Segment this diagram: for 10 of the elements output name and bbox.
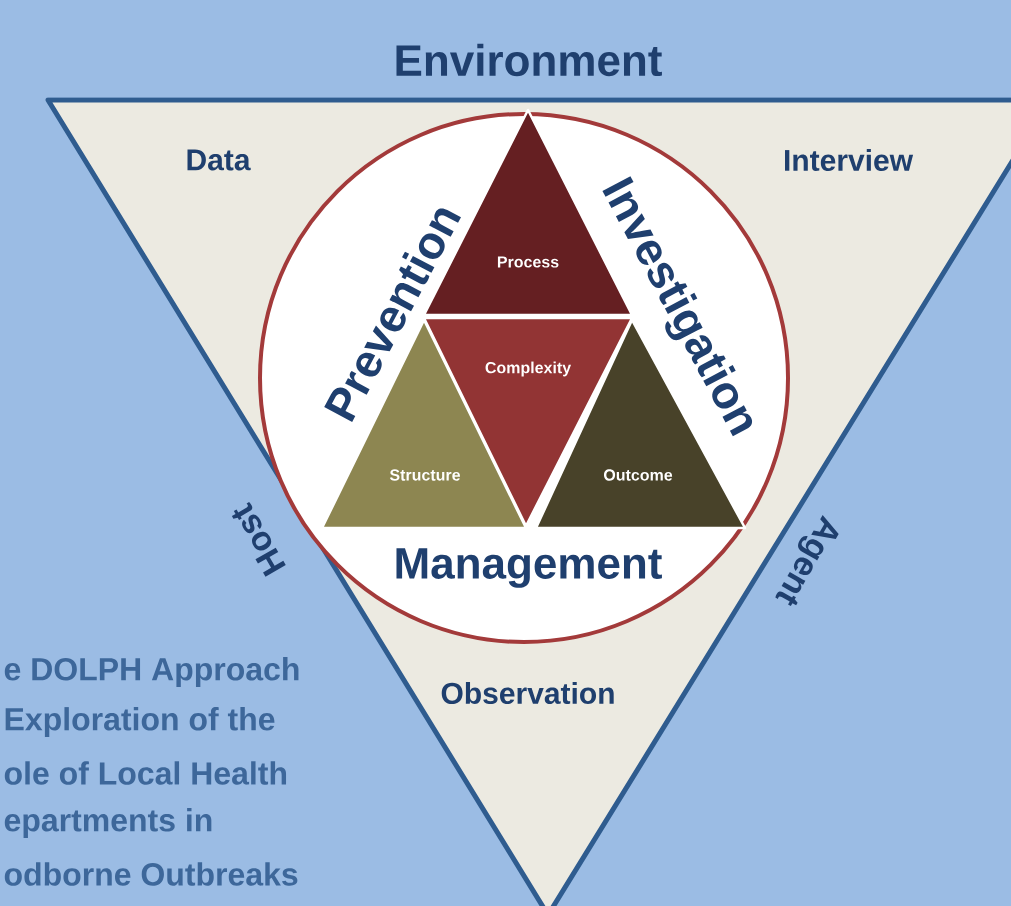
title-line: ole of Local Health (4, 761, 287, 785)
corner-label: Interview (785, 149, 914, 172)
title-line: odborne Outbreaks (4, 862, 298, 886)
title-line: e DOLPH Approach (4, 657, 299, 687)
title-line: Exploration of the (5, 707, 275, 737)
circle-label: Management (396, 548, 662, 588)
corner-label: Observation (441, 682, 614, 705)
corner-label: Data (187, 149, 251, 171)
side-label: Environment (396, 43, 662, 77)
title-line: epartments in (4, 808, 212, 838)
